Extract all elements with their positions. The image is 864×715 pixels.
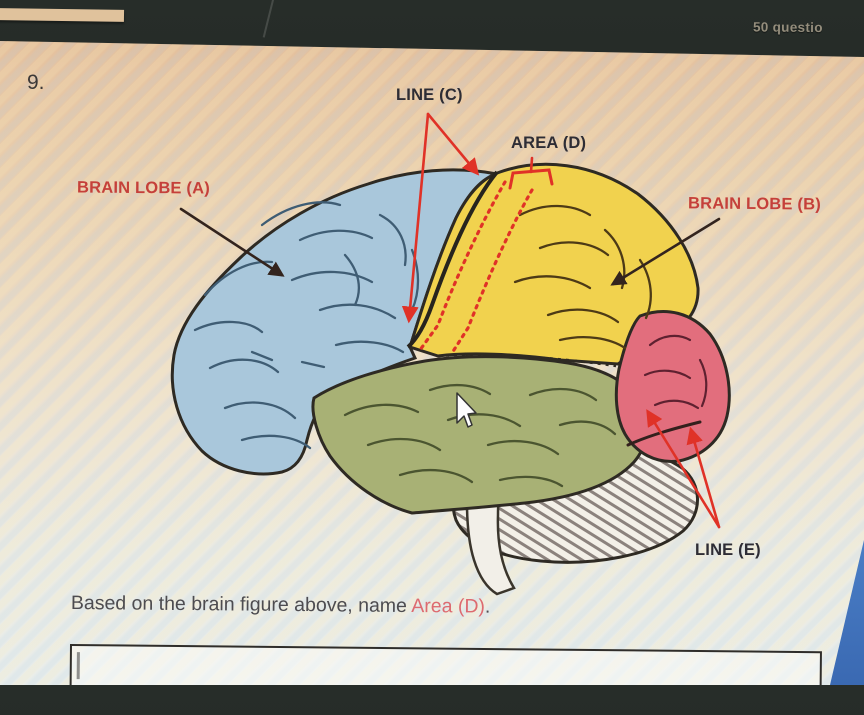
area-d-dotted-right: [450, 188, 534, 355]
area-d-bracket: [508, 168, 554, 190]
temporal-gyri: [343, 383, 617, 488]
line-e-right-arrow: [686, 426, 721, 529]
label-line-e: LINE (E): [695, 541, 761, 559]
questions-count-text: 50 questio: [752, 19, 823, 36]
prompt-highlight: Area (D): [411, 594, 486, 618]
question-prompt: Based on the brain figure above, name Ar…: [71, 592, 491, 619]
line-c-right-arrow: [426, 112, 480, 176]
answer-input[interactable]: [69, 644, 822, 685]
line-c-left-arrow: [401, 112, 430, 324]
mouse-cursor-icon: [456, 392, 477, 428]
label-area-d: AREA (D): [511, 134, 587, 152]
occipital-gyri: [626, 334, 708, 447]
central-sulcus-line: [406, 170, 499, 349]
area-d-stem: [529, 156, 534, 174]
temporal-lobe-shape: [311, 355, 648, 515]
label-brain-lobe-b: BRAIN LOBE (B): [687, 194, 822, 214]
top-tab-bar: [0, 8, 125, 22]
screen-scratch: [262, 0, 276, 38]
frontal-gyri: [193, 201, 420, 450]
prompt-suffix: .: [484, 595, 491, 618]
text-caret: [76, 652, 80, 680]
prompt-prefix: Based on the brain figure above, name: [70, 592, 412, 617]
quiz-page: 9.: [0, 41, 864, 685]
dark-callout-lines: [179, 207, 721, 286]
area-d-dotted-left: [418, 180, 507, 352]
brain-figure: [170, 112, 731, 596]
question-number: 9.: [27, 71, 45, 94]
label-brain-lobe-a: BRAIN LOBE (A): [76, 178, 211, 198]
line-e-left-arrow: [646, 409, 721, 529]
lobe-a-arrow: [179, 207, 285, 277]
label-line-c: LINE (C): [396, 86, 463, 104]
red-callout-lines: [401, 112, 721, 529]
lobe-b-arrow: [610, 217, 721, 286]
occipital-lobe-shape: [614, 310, 731, 463]
